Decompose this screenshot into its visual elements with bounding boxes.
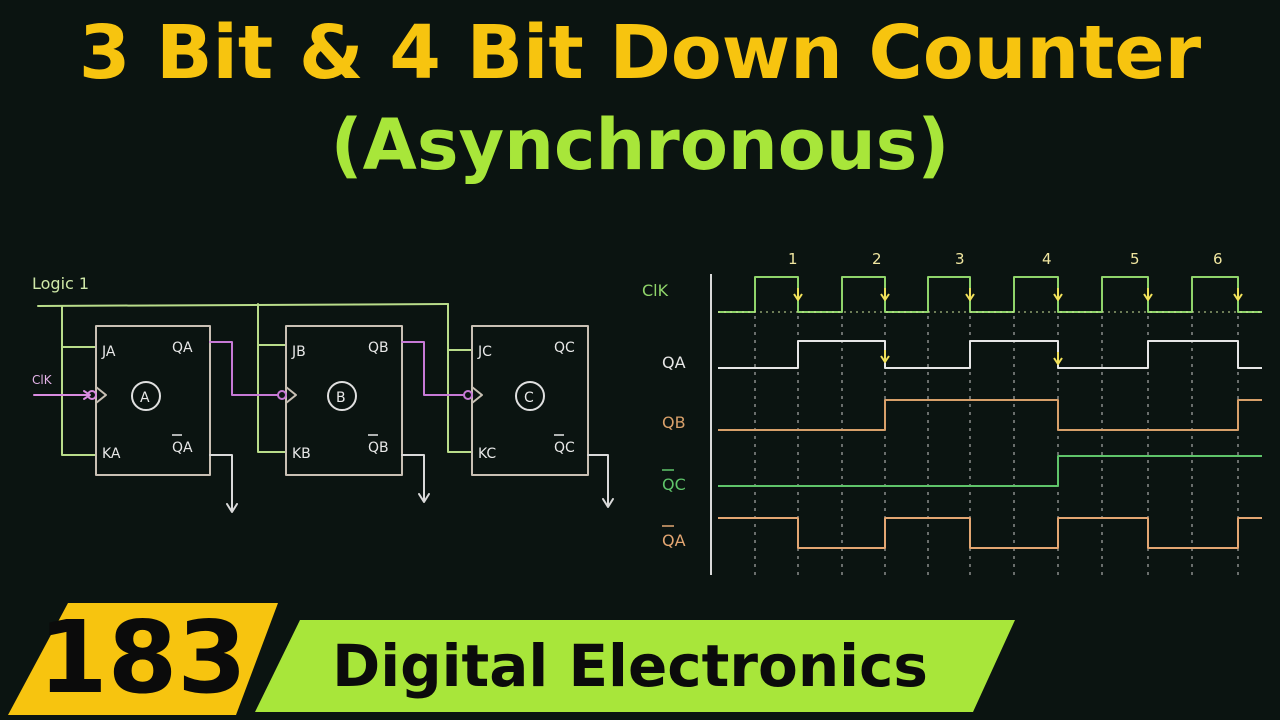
flipflop-a-circle — [131, 381, 161, 411]
ff-b-jk-wires — [257, 303, 287, 453]
clk-triangle-a — [95, 386, 107, 404]
timing-labels: ClK QA QB QC QA — [642, 281, 686, 550]
ff-a-k: KA — [102, 446, 121, 462]
timing-label-qa: QA — [662, 353, 686, 372]
timing-label-qa-bar: QA — [662, 531, 686, 550]
episode-badge — [8, 603, 278, 715]
qa-waveform — [718, 340, 1262, 369]
clk-arrow-icon — [83, 390, 91, 400]
circuit-diagram: Logic 1 ClK — [32, 274, 614, 513]
clk-bubble-b — [277, 390, 287, 400]
title-line-1: 3 Bit & 4 Bit Down Counter — [78, 10, 1202, 96]
flipflop-c-circle — [515, 381, 545, 411]
clk-bubble-a — [87, 390, 97, 400]
falling-edge-arrow-icon — [965, 288, 975, 301]
clk-bubble-c — [463, 390, 473, 400]
ff-b-name: B — [336, 390, 346, 406]
qc-bar-waveform — [718, 455, 1262, 487]
timing-overbars — [662, 469, 674, 527]
ff-c-k: KC — [478, 446, 496, 462]
timing-gridlines — [754, 300, 1239, 575]
episode-number: 183 — [38, 599, 247, 716]
falling-edge-arrow-icon — [1143, 288, 1153, 301]
falling-edge-arrow-icon — [880, 350, 890, 363]
qb-waveform — [718, 399, 1262, 431]
ff-c-jk-wires — [447, 303, 473, 453]
timing-label-qc: QC — [662, 475, 686, 494]
ff-b-q: QB — [368, 340, 389, 356]
ff-a-qbar: QA — [172, 440, 193, 456]
qc-bar-output — [587, 454, 609, 506]
pulse-number: 1 — [788, 250, 798, 268]
logic-1-label: Logic 1 — [32, 274, 89, 293]
episode-badge-shape — [8, 603, 278, 715]
ff-b-j: JB — [291, 344, 306, 360]
clk-triangle-b — [285, 386, 297, 404]
ff-a-jk-wires — [61, 305, 97, 456]
pulse-numbers: 1 2 3 4 5 6 — [788, 250, 1223, 268]
series-badge-shape — [255, 620, 1015, 712]
qa-bar-waveform — [718, 517, 1262, 549]
circuit-labels: A B C JA KA QA QA JB KB QB QB JC KC QC Q… — [101, 340, 575, 462]
flipflop-c-box — [471, 325, 589, 476]
pulse-number: 5 — [1130, 250, 1140, 268]
series-label: Digital Electronics — [332, 632, 928, 700]
timing-label-clk: ClK — [642, 281, 669, 300]
qb-bar-arrow-icon — [418, 493, 430, 503]
pulse-number: 4 — [1042, 250, 1052, 268]
edge-markers — [793, 288, 1243, 365]
qb-to-c-wire — [401, 341, 465, 396]
qa-to-b-wire — [209, 341, 279, 396]
qc-bar-arrow-icon — [602, 498, 614, 508]
ff-c-qbar: QC — [554, 440, 575, 456]
ff-a-q: QA — [172, 340, 193, 356]
ff-b-qbar: QB — [368, 440, 389, 456]
ff-c-name: C — [524, 390, 534, 406]
title-line-2: (Asynchronous) — [330, 104, 950, 186]
timing-diagram — [710, 274, 1262, 575]
ff-c-q: QC — [554, 340, 575, 356]
falling-edge-arrow-icon — [1233, 288, 1243, 301]
flipflop-b-box — [285, 325, 403, 476]
falling-edge-arrow-icon — [1053, 288, 1063, 301]
timing-label-qb: QB — [662, 413, 686, 432]
pulse-number: 6 — [1213, 250, 1223, 268]
qb-bar-output — [401, 454, 425, 501]
series-badge — [255, 620, 1015, 712]
flipflop-a-box — [95, 325, 211, 476]
ff-c-j: JC — [477, 344, 492, 360]
clk-triangle-c — [471, 386, 483, 404]
pulse-number: 3 — [955, 250, 965, 268]
falling-edge-arrow-icon — [793, 288, 803, 301]
qa-bar-arrow-icon — [226, 503, 238, 513]
clk-waveform — [718, 276, 1262, 313]
ff-a-name: A — [140, 390, 150, 406]
clk-input-label: ClK — [32, 373, 53, 387]
falling-edge-arrow-icon — [880, 288, 890, 301]
pulse-number: 2 — [872, 250, 882, 268]
logic-1-rail — [37, 303, 449, 307]
ff-b-k: KB — [292, 446, 311, 462]
flipflop-b-circle — [327, 381, 357, 411]
falling-edge-arrow-icon — [1053, 352, 1063, 365]
ff-a-j: JA — [101, 344, 116, 360]
qa-bar-output — [209, 454, 233, 511]
